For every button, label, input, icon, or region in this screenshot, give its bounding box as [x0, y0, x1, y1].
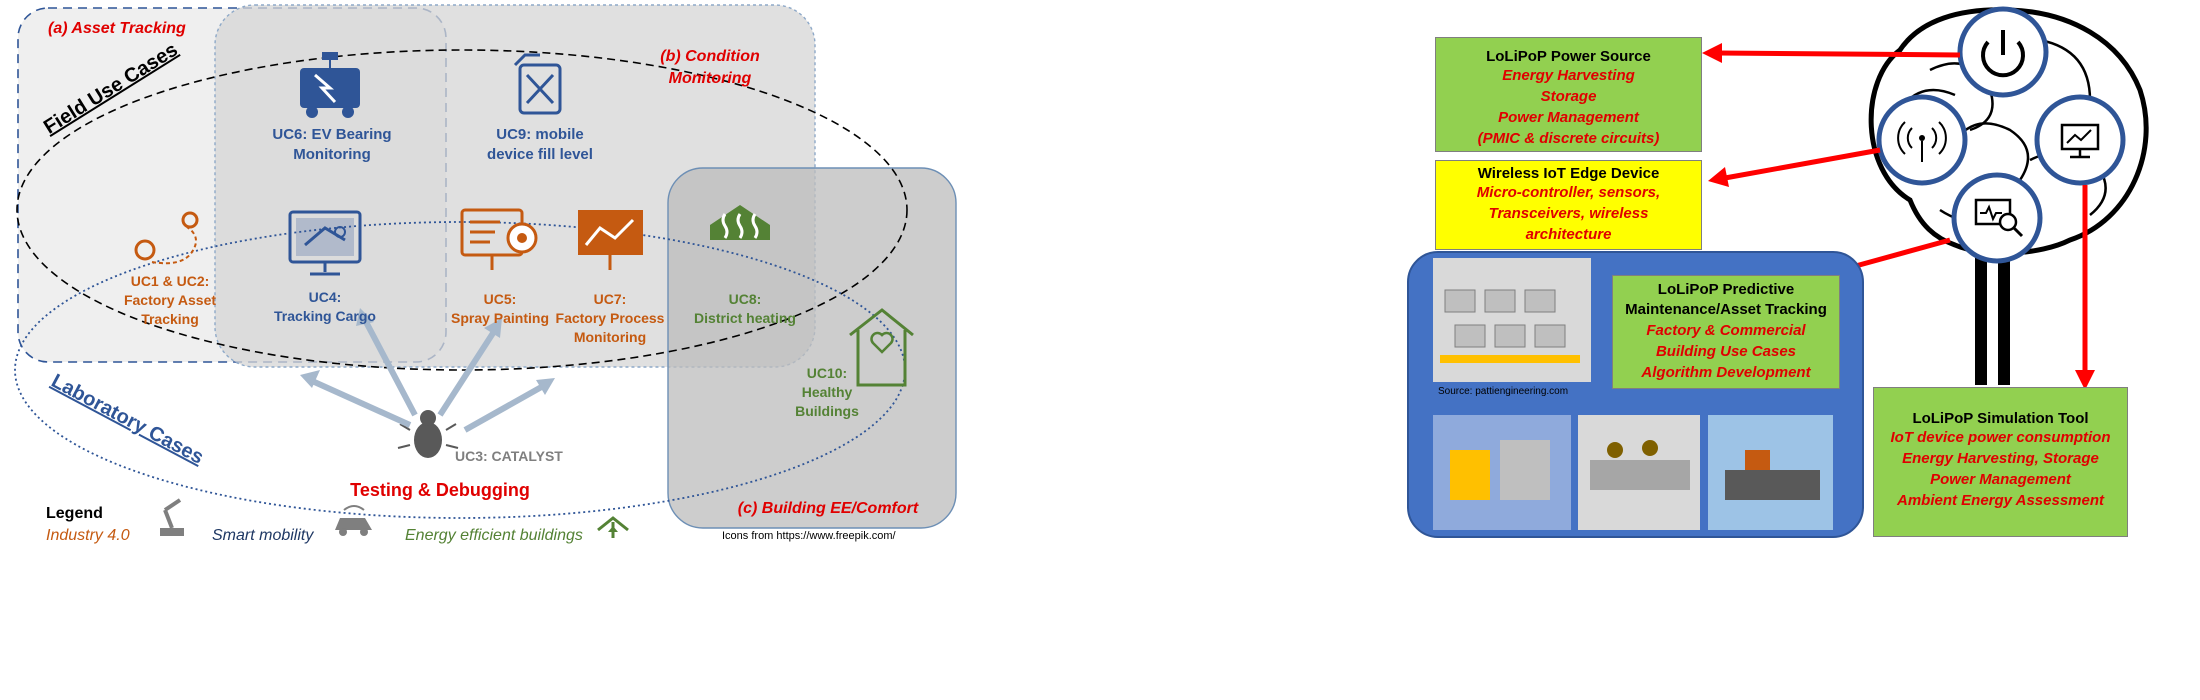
legend-title: Legend — [46, 505, 103, 522]
district-heating-icon — [710, 205, 770, 240]
predictive-line-2: Building Use Cases — [1655, 343, 1797, 360]
uc7-line1: UC7: — [593, 291, 627, 307]
simulation-title: LoLiPoP Simulation Tool — [1912, 410, 2089, 427]
power-source-title: LoLiPoP Power Source — [1486, 48, 1651, 65]
analytics-icon-circle — [2034, 94, 2126, 186]
tree-trunk-left — [1975, 250, 1987, 385]
right-diagram-shapes — [1407, 6, 2149, 538]
edge-line-3: architecture — [1525, 226, 1612, 243]
simulation-line-3: Power Management — [1930, 471, 2071, 488]
uc10-line1: UC10: — [806, 365, 848, 381]
power-line-1: Energy Harvesting — [1502, 67, 1635, 84]
uc5-label: UC5: Spray Painting — [440, 290, 560, 328]
legend-mobility: Smart mobility — [212, 527, 314, 544]
uc9-label: UC9: mobile device fill level — [460, 125, 620, 165]
power-line-4: (PMIC & discrete circuits) — [1477, 130, 1660, 147]
uc10-label: UC10: Healthy Buildings — [782, 364, 872, 421]
power-line-2: Storage — [1540, 88, 1597, 105]
diagnostic-icon-circle — [1951, 172, 2043, 264]
predictive-box: LoLiPoP Predictive Maintenance/Asset Tra… — [1612, 275, 1840, 389]
factory-photo-3 — [1708, 415, 1833, 530]
uc10-line3: Buildings — [795, 403, 859, 419]
uc12-line3: Tracking — [141, 311, 199, 327]
edge-line-1: Micro-controller, sensors, — [1476, 184, 1661, 201]
uc8-label: UC8: District heating — [680, 290, 810, 328]
uc6-line2: Monitoring — [293, 146, 371, 163]
legend-industry: Industry 4.0 — [46, 527, 130, 544]
testing-debugging-label: Testing & Debugging — [350, 480, 530, 500]
region-condition-monitoring — [214, 4, 816, 368]
monitor-cargo-icon — [288, 210, 362, 276]
left-diagram-shapes — [14, 4, 957, 538]
uc5-line2: Spray Painting — [450, 310, 550, 326]
tree-trunk-right — [1998, 250, 2010, 385]
uc1-uc2-label: UC1 & UC2: Factory Asset Tracking — [105, 272, 235, 329]
region-a-label: (a) Asset Tracking — [48, 20, 186, 37]
uc5-line1: UC5: — [483, 291, 517, 307]
building-leaf-icon — [597, 516, 629, 538]
uc4-line2: Tracking Cargo — [274, 308, 376, 324]
uc3-arrows — [308, 318, 547, 433]
uc6-line1: UC6: EV Bearing — [272, 126, 392, 143]
predictive-title-1: LoLiPoP Predictive — [1657, 281, 1795, 298]
predictive-title-2: Maintenance/Asset Tracking — [1625, 301, 1827, 318]
region-b-line1: (b) Condition — [660, 48, 760, 65]
uc12-line2: Factory Asset — [123, 292, 217, 308]
factory-photo-main — [1433, 258, 1591, 382]
bug-icon — [397, 410, 459, 458]
uc10-line2: Healthy — [801, 384, 853, 400]
region-b-line2: Monitoring — [668, 70, 752, 87]
healthy-building-icon — [849, 308, 914, 387]
uc7-line2: Factory Process — [555, 310, 665, 326]
uc9-line2: device fill level — [487, 146, 593, 163]
simulation-line-2: Energy Harvesting, Storage — [1902, 450, 2099, 467]
uc4-label: UC4: Tracking Cargo — [265, 288, 385, 326]
power-source-box: LoLiPoP Power Source Energy Harvesting S… — [1435, 37, 1702, 152]
edge-device-box: Wireless IoT Edge Device Micro-controlle… — [1435, 160, 1702, 250]
simulation-line-1: IoT device power consumption — [1890, 429, 2111, 446]
field-use-cases-ellipse — [16, 49, 908, 371]
uc8-line2: District heating — [694, 310, 796, 326]
uc7-line3: Monitoring — [573, 329, 647, 345]
location-pins-icon — [134, 211, 199, 265]
uc12-line1: UC1 & UC2: — [130, 273, 210, 289]
uc7-label: UC7: Factory Process Monitoring — [545, 290, 675, 347]
legend-buildings: Energy efficient buildings — [405, 527, 583, 544]
region-b-label: (b) Condition Monitoring — [640, 46, 780, 90]
factory-photo-1 — [1433, 415, 1571, 530]
ev-truck-icon — [300, 52, 360, 118]
icons-credit: Icons from https://www.freepik.com/ — [722, 530, 896, 542]
factory-photo-2 — [1578, 415, 1700, 530]
uc4-line1: UC4: — [308, 289, 342, 305]
smart-car-icon — [335, 505, 372, 536]
uc8-line1: UC8: — [728, 291, 762, 307]
fuel-can-icon — [513, 53, 562, 115]
simulation-box: LoLiPoP Simulation Tool IoT device power… — [1873, 387, 2128, 537]
uc3-label: UC3: CATALYST — [455, 448, 563, 464]
edge-device-title: Wireless IoT Edge Device — [1477, 165, 1660, 182]
spray-painting-icon — [460, 208, 538, 270]
power-icon-circle — [1957, 6, 2049, 98]
wireless-icon-circle — [1876, 94, 1968, 186]
red-arrows — [1717, 50, 2088, 375]
edge-line-2: Transceivers, wireless — [1488, 205, 1649, 222]
uc9-line1: UC9: mobile — [496, 126, 584, 143]
simulation-line-4: Ambient Energy Assessment — [1896, 492, 2104, 509]
predictive-line-1: Factory & Commercial — [1646, 322, 1806, 339]
power-line-3: Power Management — [1498, 109, 1639, 126]
image-source: Source: pattiengineering.com — [1438, 386, 1569, 397]
uc3-arrowheads — [300, 308, 555, 395]
region-c-label: (c) Building EE/Comfort — [737, 500, 919, 517]
industry-robot-icon — [160, 498, 184, 536]
predictive-line-3: Algorithm Development — [1641, 364, 1811, 381]
region-building — [667, 167, 957, 529]
uc6-label: UC6: EV Bearing Monitoring — [262, 125, 402, 165]
process-chart-icon — [578, 210, 643, 270]
